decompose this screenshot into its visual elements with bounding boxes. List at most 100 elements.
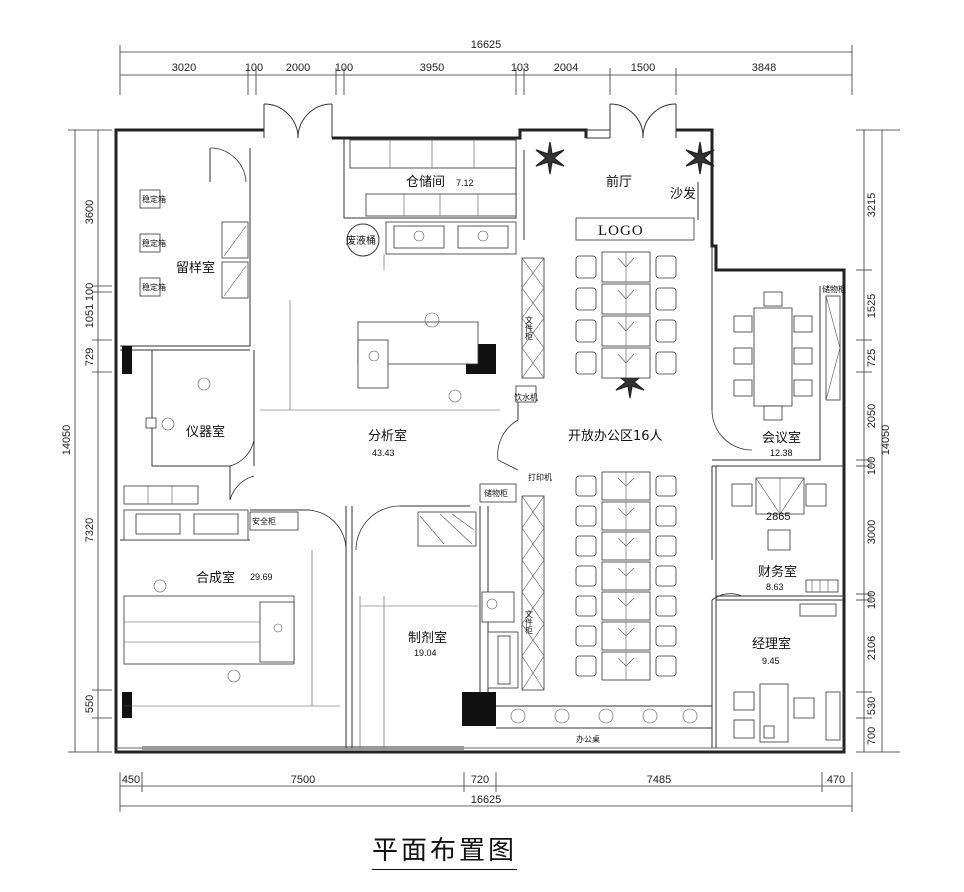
room-meeting-name: 会议室 bbox=[762, 430, 801, 446]
room-sample-name: 留样室 bbox=[176, 260, 215, 276]
left-dimension-lines bbox=[68, 129, 112, 753]
lobby-plants bbox=[535, 141, 715, 399]
interior-walls bbox=[120, 138, 844, 748]
room-storage-name: 仓储间 bbox=[406, 175, 445, 190]
office-chair-icon bbox=[575, 655, 597, 677]
meeting-room-furniture bbox=[733, 291, 841, 421]
room-prep-area: 19.04 bbox=[414, 648, 437, 658]
office-chair-icon bbox=[575, 287, 597, 311]
room-sofa-name: 沙发 bbox=[670, 186, 696, 202]
dim-right-seg: 700 bbox=[866, 727, 878, 745]
lobby-logo: LOGO bbox=[598, 223, 644, 239]
dim-right-seg: 1525 bbox=[866, 294, 878, 318]
finance-room-furniture bbox=[731, 477, 839, 617]
monitor-icon bbox=[617, 353, 635, 364]
file-cabinet-upper-label: 文件柜 bbox=[525, 315, 534, 341]
dim-right-seg: 530 bbox=[866, 697, 878, 715]
office-chair-icon bbox=[655, 505, 677, 527]
exterior-walls bbox=[114, 128, 846, 754]
bottom-desk-strip bbox=[510, 708, 698, 724]
dim-right-seg: 725 bbox=[866, 349, 878, 367]
room-prep-name: 制剂室 bbox=[408, 630, 447, 646]
stable-box-label: 稳定箱 bbox=[142, 194, 166, 204]
stable-box-label: 稳定箱 bbox=[142, 238, 166, 248]
office-chair-icon bbox=[575, 319, 597, 343]
open-office-desks-upper bbox=[575, 251, 677, 379]
office-chair-icon bbox=[655, 565, 677, 587]
stable-box-label: 稳定箱 bbox=[142, 282, 166, 292]
dim-bottom-seg: 7485 bbox=[647, 774, 671, 786]
room-open-office-name: 开放办公区16人 bbox=[568, 429, 663, 444]
dim-right-seg: 2050 bbox=[866, 404, 878, 428]
monitor-icon bbox=[617, 537, 635, 547]
office-chair-icon bbox=[655, 287, 677, 311]
dim-right-seg: 100 bbox=[866, 591, 878, 609]
instrument-room-furniture bbox=[145, 377, 211, 431]
room-synthesis-area: 29.69 bbox=[250, 572, 273, 582]
manager-room-furniture bbox=[733, 683, 841, 743]
office-chair-icon bbox=[655, 351, 677, 375]
water-dispenser-box bbox=[515, 385, 537, 403]
dim-top-seg: 100 bbox=[335, 62, 353, 74]
dim-top-seg: 100 bbox=[245, 62, 263, 74]
dim-left-seg: 550 bbox=[84, 695, 96, 713]
synthesis-room-furniture bbox=[123, 485, 340, 707]
office-chair-icon bbox=[655, 319, 677, 343]
storage-cabinet-label: 储物柜 bbox=[484, 488, 508, 498]
room-manager-area: 9.45 bbox=[762, 656, 780, 666]
monitor-icon bbox=[617, 289, 635, 300]
dim-bottom-seg: 7500 bbox=[291, 774, 315, 786]
top-dimension-lines bbox=[119, 45, 853, 95]
room-storage-area: 7.12 bbox=[456, 178, 474, 188]
room-instrument-name: 仪器室 bbox=[186, 424, 225, 440]
dim-top-seg: 1500 bbox=[631, 62, 655, 74]
meeting-cabinet-label: 储物柜 bbox=[822, 284, 846, 294]
office-chair-icon bbox=[575, 565, 597, 587]
monitor-icon bbox=[617, 567, 635, 577]
waste-bucket-icon bbox=[346, 223, 380, 257]
safety-cabinet-label: 安全柜 bbox=[252, 516, 276, 526]
file-cabinet-lower bbox=[521, 495, 545, 691]
office-chair-icon bbox=[575, 351, 597, 375]
office-desk-label: 办公桌 bbox=[576, 734, 600, 744]
office-chair-icon bbox=[575, 625, 597, 647]
monitor-icon bbox=[617, 507, 635, 517]
logo-wall bbox=[575, 217, 695, 241]
office-chair-icon bbox=[655, 535, 677, 557]
dim-right-total: 14050 bbox=[880, 425, 892, 456]
finance-number: 2865 bbox=[766, 511, 790, 523]
storage-cabinet-box bbox=[479, 483, 517, 503]
dim-left-seg: 729 bbox=[84, 348, 96, 366]
room-analysis-name: 分析室 bbox=[368, 428, 407, 444]
entry-door-left bbox=[263, 103, 333, 139]
monitor-icon bbox=[617, 597, 635, 607]
dim-bottom-total: 16625 bbox=[471, 794, 502, 806]
dim-right-seg: 2106 bbox=[866, 636, 878, 660]
room-waste-name: 废液桶 bbox=[346, 234, 376, 247]
page-title: 平面布置图 bbox=[372, 830, 518, 870]
office-chair-icon bbox=[575, 505, 597, 527]
office-chair-icon bbox=[575, 475, 597, 497]
room-lobby-name: 前厅 bbox=[606, 174, 632, 190]
office-chair-icon bbox=[575, 535, 597, 557]
dim-left-seg: 100 bbox=[84, 283, 96, 301]
office-chair-icon bbox=[655, 255, 677, 279]
office-chair-icon bbox=[575, 255, 597, 279]
dim-top-seg: 3020 bbox=[172, 62, 196, 74]
file-cabinet-upper bbox=[521, 257, 545, 379]
monitor-icon bbox=[617, 257, 635, 268]
entry-door-right bbox=[586, 103, 677, 139]
printer-label: 打印机 bbox=[528, 472, 552, 482]
office-chair-icon bbox=[655, 625, 677, 647]
open-office-desks-lower bbox=[575, 471, 677, 681]
office-chair-icon bbox=[655, 595, 677, 617]
room-finance-name: 财务室 bbox=[758, 564, 797, 580]
dim-left-seg: 3600 bbox=[84, 200, 96, 224]
dim-top-seg: 3848 bbox=[752, 62, 776, 74]
office-chair-icon bbox=[575, 595, 597, 617]
dim-bottom-seg: 470 bbox=[827, 774, 845, 786]
room-analysis-area: 43.43 bbox=[372, 448, 395, 458]
dim-left-seg: 1051 bbox=[84, 304, 96, 328]
water-dispenser-label: 饮水机 bbox=[514, 392, 538, 402]
